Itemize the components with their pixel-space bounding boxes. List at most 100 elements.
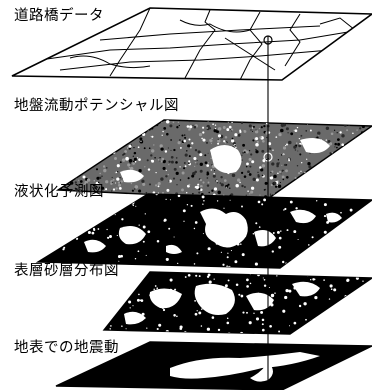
speckle-dot	[197, 293, 200, 296]
speckle-dot	[188, 155, 191, 158]
speckle-dot	[261, 203, 264, 206]
speckle-dot	[326, 220, 330, 224]
speckle-dot	[309, 129, 312, 132]
speckle-dot	[299, 153, 302, 156]
speckle-dot	[194, 221, 198, 224]
speckle-dot	[342, 166, 344, 168]
speckle-dot	[336, 146, 338, 149]
speckle-dot	[38, 227, 41, 230]
speckle-dot	[299, 177, 302, 181]
speckle-dot	[213, 291, 216, 293]
speckle-dot	[251, 127, 254, 129]
speckle-dot	[217, 127, 222, 131]
speckle-dot	[111, 181, 114, 184]
speckle-dot	[344, 187, 347, 189]
speckle-dot	[261, 323, 264, 326]
speckle-dot	[226, 317, 229, 320]
speckle-dot	[161, 305, 165, 309]
speckle-dot	[212, 174, 216, 178]
speckle-dot	[189, 125, 193, 129]
speckle-dot	[328, 193, 331, 195]
speckle-dot	[76, 129, 80, 133]
speckle-dot	[93, 186, 98, 190]
speckle-dot	[219, 182, 222, 184]
speckle-dot	[362, 142, 364, 144]
speckle-dot	[293, 321, 297, 325]
speckle-dot	[138, 189, 142, 193]
speckle-dot	[59, 134, 61, 137]
speckle-dot	[148, 124, 150, 126]
speckle-dot	[227, 252, 229, 254]
speckle-dot	[195, 274, 198, 277]
speckle-dot	[165, 289, 169, 293]
speckle-dot	[58, 178, 62, 183]
speckle-dot	[71, 151, 75, 155]
speckle-dot	[215, 242, 219, 245]
speckle-dot	[160, 147, 164, 151]
speckle-dot	[110, 197, 113, 200]
speckle-dot	[285, 169, 288, 173]
speckle-dot	[186, 125, 190, 128]
speckle-dot	[71, 211, 73, 213]
speckle-dot	[170, 301, 174, 305]
speckle-dot	[69, 181, 74, 185]
speckle-dot	[278, 120, 280, 122]
speckle-dot	[260, 310, 264, 314]
speckle-dot	[220, 251, 222, 253]
speckle-dot	[106, 120, 110, 123]
speckle-dot	[38, 258, 41, 260]
speckle-dot	[179, 179, 182, 181]
speckle-dot	[198, 132, 203, 137]
speckle-dot	[206, 173, 209, 176]
speckle-dot	[274, 292, 276, 294]
speckle-dot	[195, 185, 200, 190]
speckle-dot	[229, 128, 232, 131]
speckle-dot	[304, 188, 307, 191]
speckle-dot	[108, 120, 113, 122]
speckle-dot	[59, 216, 61, 218]
speckle-dot	[168, 179, 172, 183]
speckle-dot	[169, 124, 173, 128]
speckle-dot	[302, 292, 306, 296]
speckle-dot	[202, 181, 205, 184]
speckle-dot	[252, 125, 255, 128]
speckle-dot	[69, 172, 74, 177]
speckle-dot	[94, 134, 97, 137]
speckle-dot	[61, 121, 65, 125]
speckle-dot	[167, 173, 170, 176]
speckle-dot	[155, 184, 158, 187]
speckle-dot	[166, 132, 169, 136]
speckle-dot	[60, 218, 63, 221]
speckle-dot	[75, 135, 77, 137]
speckle-dot	[320, 195, 323, 198]
speckle-dot	[243, 233, 247, 238]
speckle-dot	[207, 181, 210, 184]
speckle-dot	[197, 183, 200, 186]
speckle-dot	[300, 170, 302, 172]
speckle-dot	[133, 146, 135, 149]
speckle-dot	[339, 319, 343, 322]
speckle-dot	[296, 266, 299, 268]
speckle-dot	[270, 183, 273, 187]
liquefaction-prediction-map	[35, 193, 372, 269]
speckle-dot	[77, 147, 79, 150]
speckle-dot	[344, 232, 346, 234]
speckle-dot	[87, 230, 91, 235]
speckle-dot	[184, 136, 187, 139]
speckle-dot	[83, 121, 87, 125]
speckle-dot	[183, 220, 185, 222]
speckle-dot	[132, 155, 134, 157]
speckle-dot	[293, 145, 297, 149]
speckle-dot	[248, 150, 251, 152]
speckle-dot	[246, 278, 249, 282]
speckle-dot	[285, 288, 289, 293]
speckle-dot	[347, 170, 351, 174]
speckle-dot	[366, 303, 369, 306]
speckle-dot	[162, 159, 166, 164]
road-data-map	[11, 7, 372, 81]
speckle-dot	[216, 130, 219, 134]
speckle-dot	[257, 174, 260, 177]
speckle-dot	[115, 193, 119, 197]
speckle-dot	[106, 167, 108, 169]
